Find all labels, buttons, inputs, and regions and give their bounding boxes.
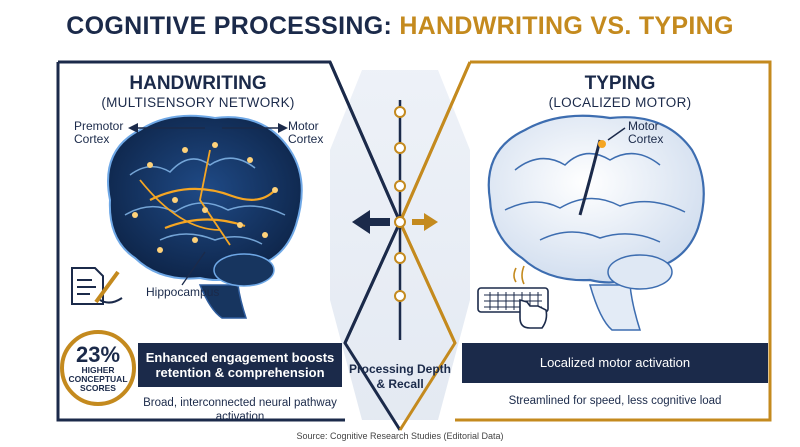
center-label: Processing Depth & Recall	[348, 362, 452, 391]
stat-value: 23%	[75, 342, 121, 367]
spine-node	[394, 216, 406, 228]
right-arrow-icon	[412, 213, 438, 231]
typing-title: TYPING	[584, 73, 656, 94]
center-navy-line	[328, 61, 402, 431]
source-note: Source: Cognitive Research Studies (Edit…	[296, 431, 504, 441]
neural-node	[247, 157, 253, 163]
typing-footer: Streamlined for speed, less cognitive lo…	[508, 395, 722, 407]
left-motor-cortex-label: Motor Cortex	[288, 119, 324, 146]
hippocampus-label: Hippocampus	[146, 285, 220, 299]
spine-node	[394, 290, 406, 302]
typing-benefit-bar: Localized motor activation	[462, 343, 768, 383]
handwriting-subtitle: (MULTISENSORY NETWORK)	[101, 95, 295, 110]
left-arrow-icon	[352, 210, 390, 234]
neural-node	[192, 237, 198, 243]
handwriting-footer: Broad, interconnected neural pathway act…	[143, 397, 337, 423]
neural-node	[182, 147, 188, 153]
handwriting-benefit-bar: Enhanced engagement boosts retention & c…	[138, 343, 342, 387]
keyboard-hand-icon	[477, 265, 549, 329]
typing-subtitle: (LOCALIZED MOTOR)	[548, 95, 692, 110]
title-part-2: HANDWRITING VS. TYPING	[399, 12, 734, 40]
neural-node	[262, 232, 268, 238]
spine-node	[394, 142, 406, 154]
neural-node	[132, 212, 138, 218]
neural-node	[212, 142, 218, 148]
neural-node	[172, 197, 178, 203]
spine-node	[394, 180, 406, 192]
typing-brain-illustration	[487, 114, 705, 331]
title-part-1: COGNITIVE PROCESSING:	[66, 12, 393, 40]
right-motor-cortex-label: Motor Cortex	[628, 119, 664, 146]
spine-node	[394, 106, 406, 118]
stat-line-1: HIGHER	[81, 365, 115, 375]
center-gold-line	[398, 61, 472, 431]
spine-node	[394, 252, 406, 264]
neural-node	[202, 207, 208, 213]
handwriting-brain-illustration	[107, 114, 303, 319]
handwriting-title: HANDWRITING	[129, 73, 267, 94]
neural-node	[237, 222, 243, 228]
spine-nodes	[394, 106, 406, 302]
stat-badge: 23% HIGHER CONCEPTUAL SCORES	[60, 330, 136, 406]
neural-node	[157, 247, 163, 253]
handwriting-paper-pen-icon	[71, 267, 123, 305]
neural-node	[147, 162, 153, 168]
stat-line-2: CONCEPTUAL	[68, 374, 128, 384]
stat-line-3: SCORES	[80, 383, 116, 393]
page-title: COGNITIVE PROCESSING: HANDWRITING VS. TY…	[0, 12, 800, 41]
motor-cortex-marker	[598, 140, 606, 148]
neural-node	[272, 187, 278, 193]
premotor-cortex-label: Premotor Cortex	[74, 119, 124, 146]
